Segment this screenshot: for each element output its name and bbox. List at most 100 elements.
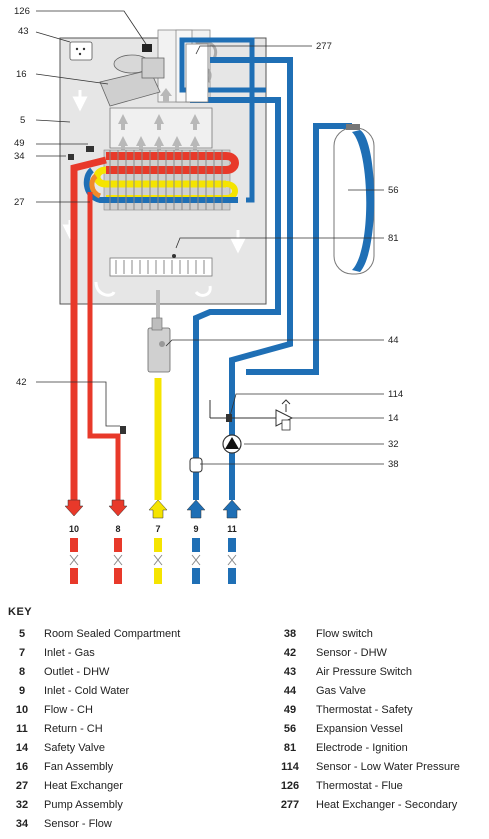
callout-126: 126 (14, 6, 30, 17)
pipe-number-label: 8 (115, 524, 120, 534)
key-row: 14 Safety Valve (8, 738, 180, 757)
pipe-direction-arrow (108, 499, 128, 517)
key-number: 277 (280, 798, 300, 811)
key-title: KEY (8, 606, 33, 618)
combustion-flow-arrows (118, 88, 200, 152)
pipe-stub (154, 538, 162, 552)
callout-81: 81 (388, 233, 399, 244)
key-row: 9 Inlet - Cold Water (8, 681, 180, 700)
key-row: 81 Electrode - Ignition (272, 738, 460, 757)
callout-56: 56 (388, 185, 399, 196)
key-number: 5 (18, 627, 26, 640)
key-row: 126 Thermostat - Flue (272, 776, 460, 795)
callout-leaders (35, 10, 384, 465)
key-description: Thermostat - Safety (316, 703, 413, 716)
key-description: Thermostat - Flue (316, 779, 403, 792)
pipe-stub (114, 538, 122, 552)
pipe-direction-arrow (148, 499, 168, 519)
key-number: 34 (15, 817, 29, 830)
key-number: 114 (281, 760, 299, 773)
callout-277: 277 (316, 41, 332, 52)
key-description: Safety Valve (44, 741, 105, 754)
pipe-stub (228, 538, 236, 552)
key-row: 277 Heat Exchanger - Secondary (272, 795, 460, 814)
air-pressure-switch (69, 41, 93, 61)
key-number: 10 (15, 703, 29, 716)
key-description: Flow - CH (44, 703, 93, 716)
pipe-number-label: 9 (193, 524, 198, 534)
pipe-dhw-outlet (87, 192, 121, 500)
key-description: Air Pressure Switch (316, 665, 412, 678)
callout-49: 49 (14, 138, 25, 149)
pipe-number-label: 10 (69, 524, 79, 534)
key-description: Gas Valve (316, 684, 366, 697)
secondary-heat-exchanger (185, 43, 209, 103)
callout-42: 42 (16, 377, 27, 388)
key-description: Expansion Vessel (316, 722, 403, 735)
callout-114: 114 (388, 389, 403, 400)
key-description: Room Sealed Compartment (44, 627, 181, 640)
key-number: 43 (283, 665, 297, 678)
gas-valve (147, 317, 171, 373)
key-description: Pump Assembly (44, 798, 123, 811)
callout-14: 14 (388, 413, 399, 424)
key-row: 27 Heat Exchanger (8, 776, 180, 795)
flow-switch (189, 457, 203, 473)
key-number: 126 (280, 779, 300, 792)
expansion-vessel (333, 124, 375, 275)
key-description: Heat Exchanger (44, 779, 123, 792)
callout-44: 44 (388, 335, 399, 346)
key-number: 27 (15, 779, 29, 792)
key-row: 8 Outlet - DHW (8, 662, 180, 681)
callout-5: 5 (20, 115, 25, 126)
key-row: 10 Flow - CH (8, 700, 180, 719)
pipe-stub (70, 538, 78, 552)
key-number: 8 (18, 665, 26, 678)
key-row: 16 Fan Assembly (8, 757, 180, 776)
safety-thermostat (86, 146, 94, 152)
pipe-number-label: 11 (227, 524, 237, 534)
pipe-direction-arrow (186, 499, 206, 519)
callout-27: 27 (14, 197, 25, 208)
key-number: 9 (18, 684, 26, 697)
pipe-stub (154, 568, 162, 584)
key-number: 42 (283, 646, 297, 659)
key-row: 43 Air Pressure Switch (272, 662, 460, 681)
safety-valve (275, 399, 294, 431)
callout-34: 34 (14, 151, 25, 162)
key-description: Fan Assembly (44, 760, 114, 773)
pipe-cold-inlet (190, 97, 281, 500)
key-number: 32 (15, 798, 29, 811)
key-description: Electrode - Ignition (316, 741, 408, 754)
key-description: Inlet - Cold Water (44, 684, 130, 697)
key-row: 44 Gas Valve (272, 681, 460, 700)
flow-sensor (68, 154, 74, 160)
pipe-valve-symbol (153, 554, 163, 566)
key-description: Inlet - Gas (44, 646, 95, 659)
pipe-stub (192, 568, 200, 584)
pipe-valve-symbol (113, 554, 123, 566)
key-description: Sensor - Low Water Pressure (316, 760, 460, 773)
pipe-stub (192, 538, 200, 552)
pipe-stub (114, 568, 122, 584)
low-pressure-sensor (209, 400, 280, 422)
key-number: 14 (15, 741, 29, 754)
key-number: 81 (283, 741, 297, 754)
key-number: 16 (15, 760, 29, 773)
dhw-sensor (120, 426, 126, 434)
key-description: Outlet - DHW (44, 665, 110, 678)
callout-38: 38 (388, 459, 399, 470)
callout-43: 43 (18, 26, 29, 37)
key-number: 44 (283, 684, 297, 697)
key-number: 49 (283, 703, 297, 716)
key-description: Heat Exchanger - Secondary (316, 798, 458, 811)
pipe-valve-symbol (191, 554, 201, 566)
